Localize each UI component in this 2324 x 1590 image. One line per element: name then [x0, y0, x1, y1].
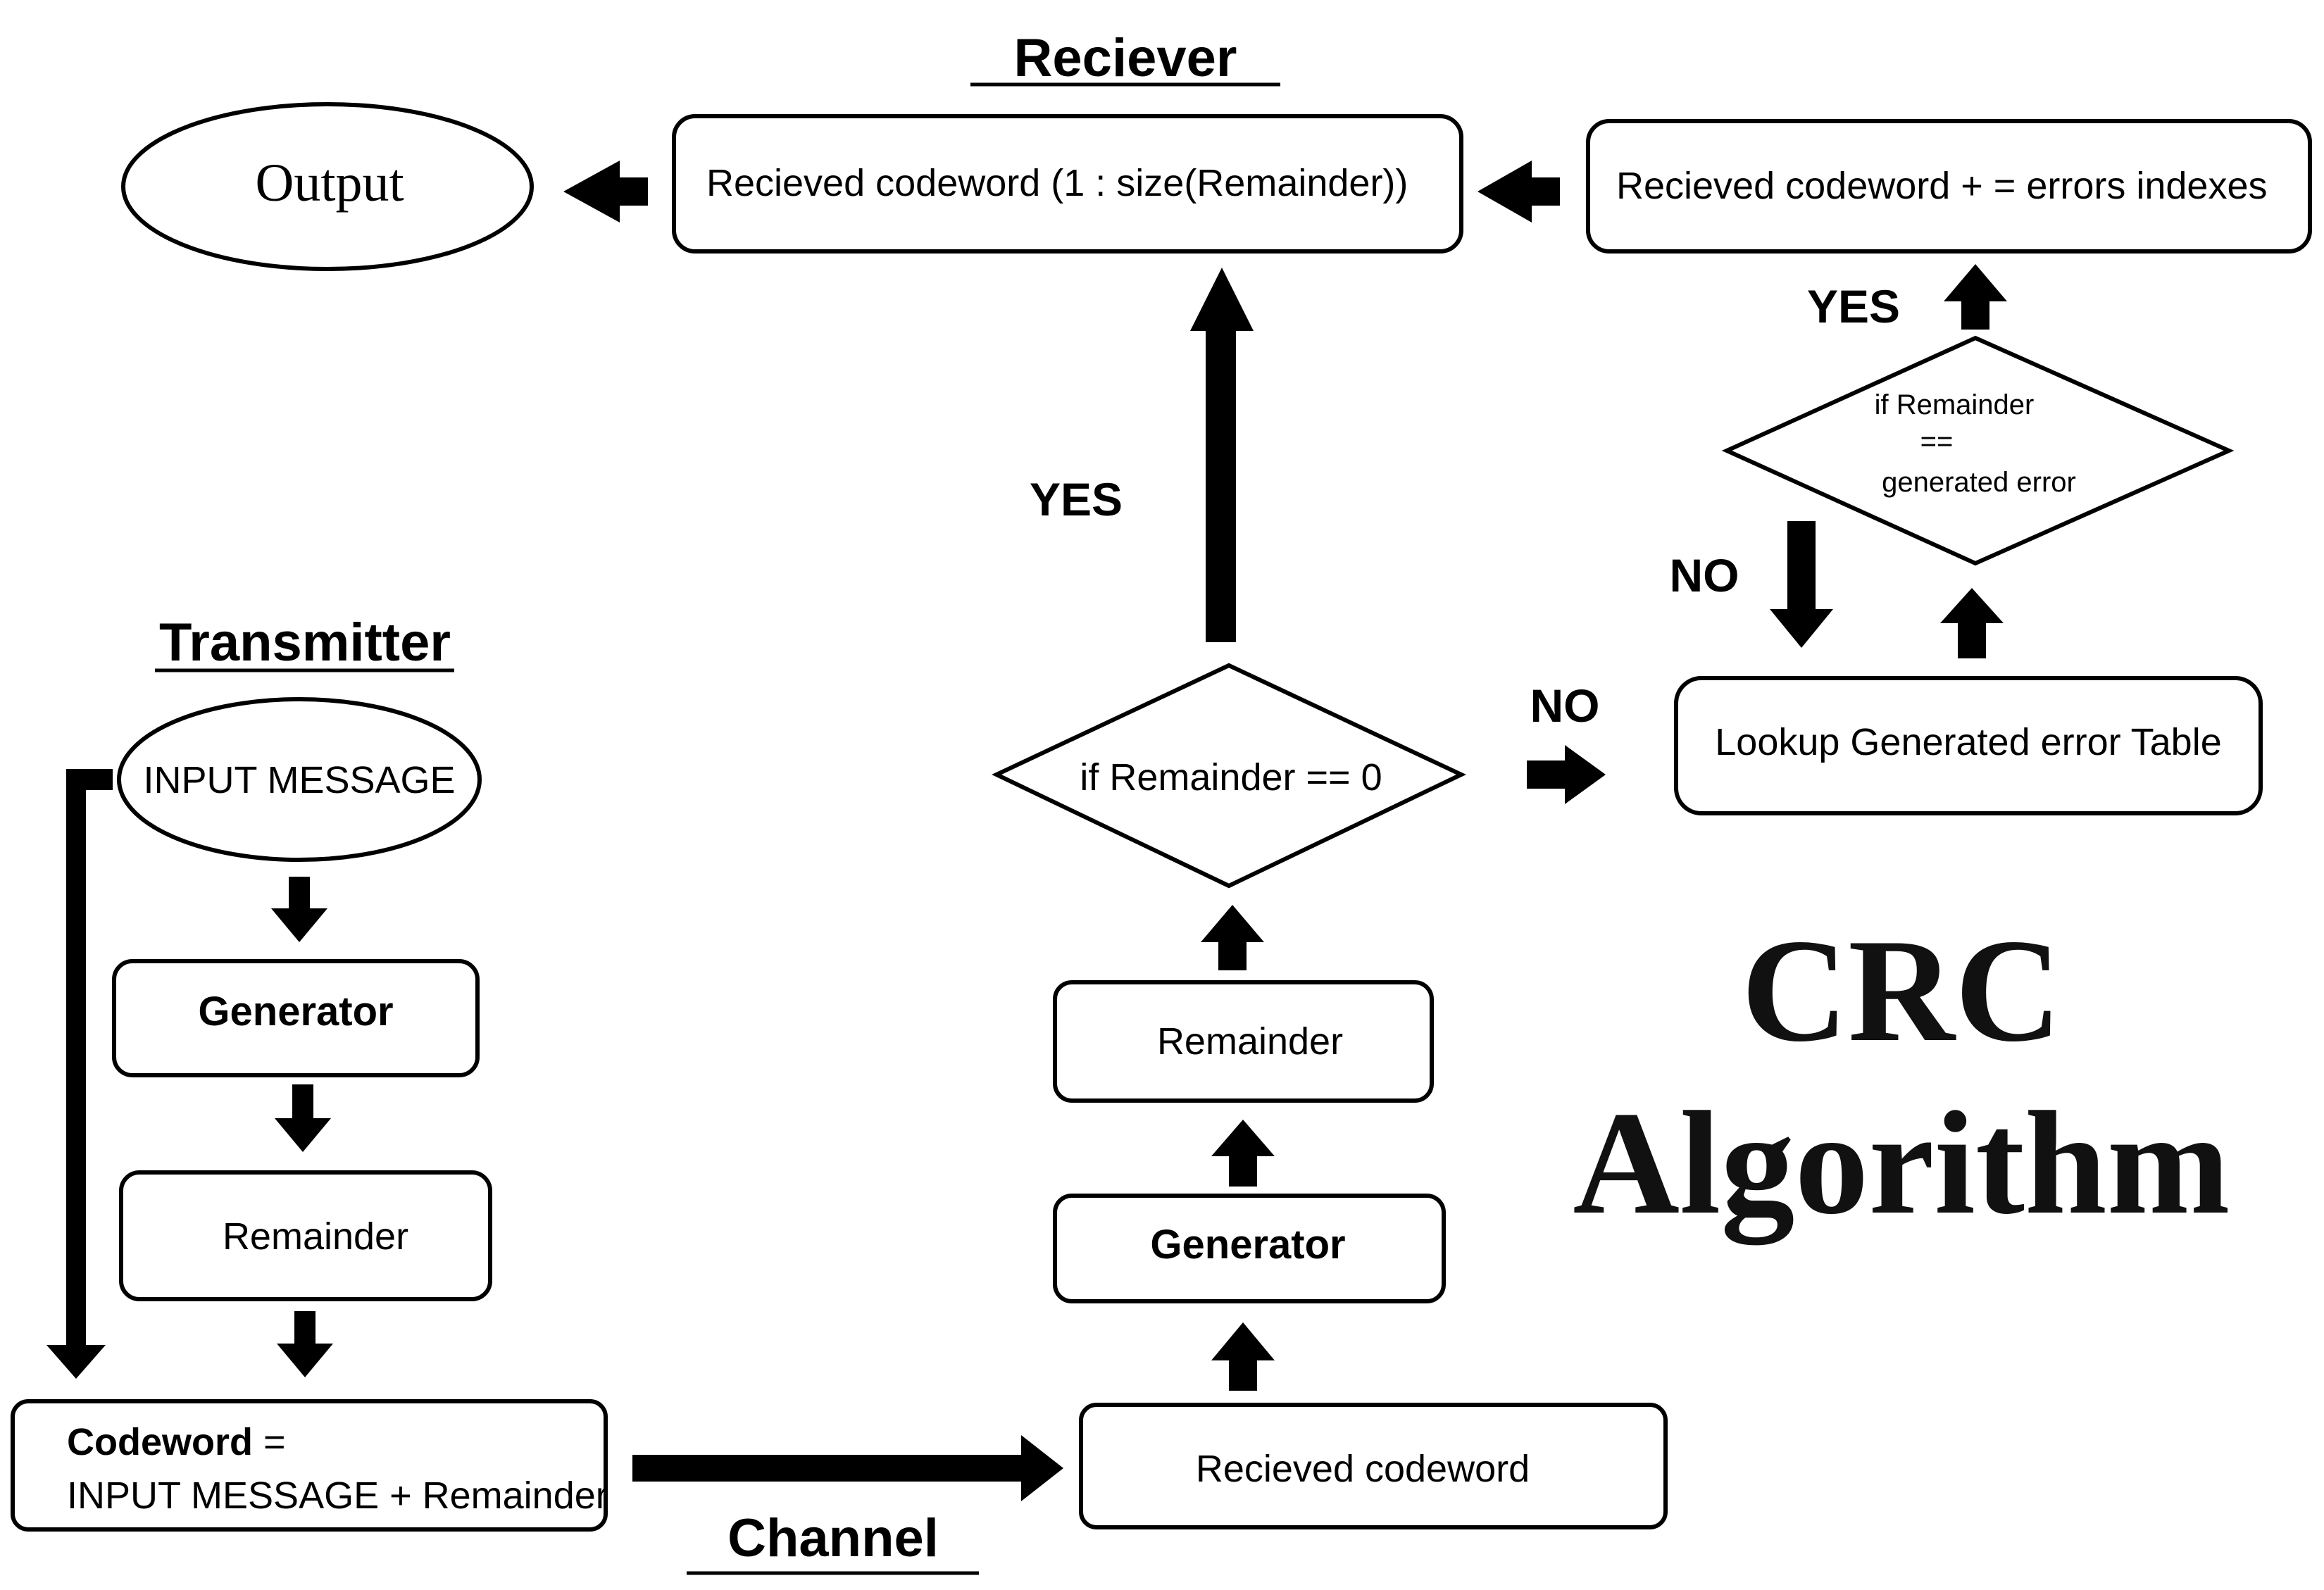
tx-generator-label: Generator — [198, 989, 393, 1034]
extract-message-node — [672, 114, 1463, 253]
arrow-channel — [632, 1435, 1063, 1501]
label-no-match: NO — [1670, 549, 1739, 601]
channel-section-title: Channel — [727, 1508, 939, 1568]
arrow-extract-to-output — [563, 161, 648, 223]
lookup-table-node — [1674, 676, 2263, 815]
arrow-yes-to-extract — [1190, 268, 1254, 642]
arrow-input-bypass-to-codeword — [46, 769, 113, 1379]
arrow-correct-to-extract — [1478, 161, 1560, 223]
label-yes-main: YES — [1030, 473, 1123, 525]
label-no-zero: NO — [1530, 680, 1600, 732]
correct-codeword-label: Recieved codeword + = errors indexes — [1616, 165, 2268, 207]
codeword-formula: INPUT MESSAGE + Remainder — [67, 1475, 608, 1517]
output-label: Output — [255, 154, 404, 213]
codeword-line1: Codeword = — [67, 1421, 286, 1463]
rx-remainder-node — [1053, 980, 1434, 1103]
arrow-no-to-lookup — [1527, 745, 1606, 804]
label-yes-match: YES — [1807, 280, 1900, 332]
tx-generator-node — [112, 959, 480, 1077]
decision-error-match-line3: generated error — [1882, 467, 2076, 498]
decision-error-match — [1721, 335, 2235, 566]
arrow-yes-to-correct — [1944, 264, 2007, 330]
arrow-lookup-to-decision — [1940, 588, 2004, 658]
transmitter-section-title: Transmitter — [159, 613, 451, 672]
tx-remainder-label: Remainder — [223, 1215, 408, 1258]
arrow-no-loop-to-lookup — [1770, 521, 1833, 648]
crc-title-line2: Algorithm — [1573, 1082, 2230, 1245]
decision-error-match-line2: == — [1920, 426, 1954, 457]
lookup-table-label: Lookup Generated error Table — [1715, 721, 2221, 763]
rx-remainder-label: Remainder — [1157, 1020, 1343, 1063]
arrow-received-to-generator — [1211, 1322, 1275, 1391]
received-codeword-label: Recieved codeword — [1196, 1448, 1530, 1490]
decision-remainder-zero-label: if Remainder == 0 — [1080, 756, 1382, 799]
arrow-generator-to-remainder — [275, 1084, 331, 1152]
extract-message-label: Recieved codeword (1 : size(Remainder)) — [706, 162, 1408, 204]
received-codeword-node — [1079, 1403, 1668, 1529]
rx-generator-label: Generator — [1150, 1222, 1345, 1267]
tx-remainder-node — [119, 1170, 492, 1301]
rx-generator-node — [1053, 1194, 1446, 1303]
arrow-input-to-generator — [271, 877, 327, 942]
receiver-section-title: Reciever — [1014, 28, 1237, 88]
decision-remainder-zero — [991, 663, 1467, 889]
input-message-label: INPUT MESSAGE — [143, 759, 455, 801]
crc-title-line1: CRC — [1742, 909, 2062, 1072]
correct-codeword-node — [1586, 119, 2312, 253]
decision-error-match-line1: if Remainder — [1875, 389, 2035, 420]
arrow-remainder-to-codeword — [277, 1311, 333, 1377]
codeword-node — [11, 1399, 608, 1532]
input-message-node — [117, 697, 482, 862]
arrow-remainder-to-decision — [1201, 905, 1264, 970]
output-node — [121, 102, 534, 271]
arrow-generator-to-remainder-rx — [1211, 1120, 1275, 1187]
